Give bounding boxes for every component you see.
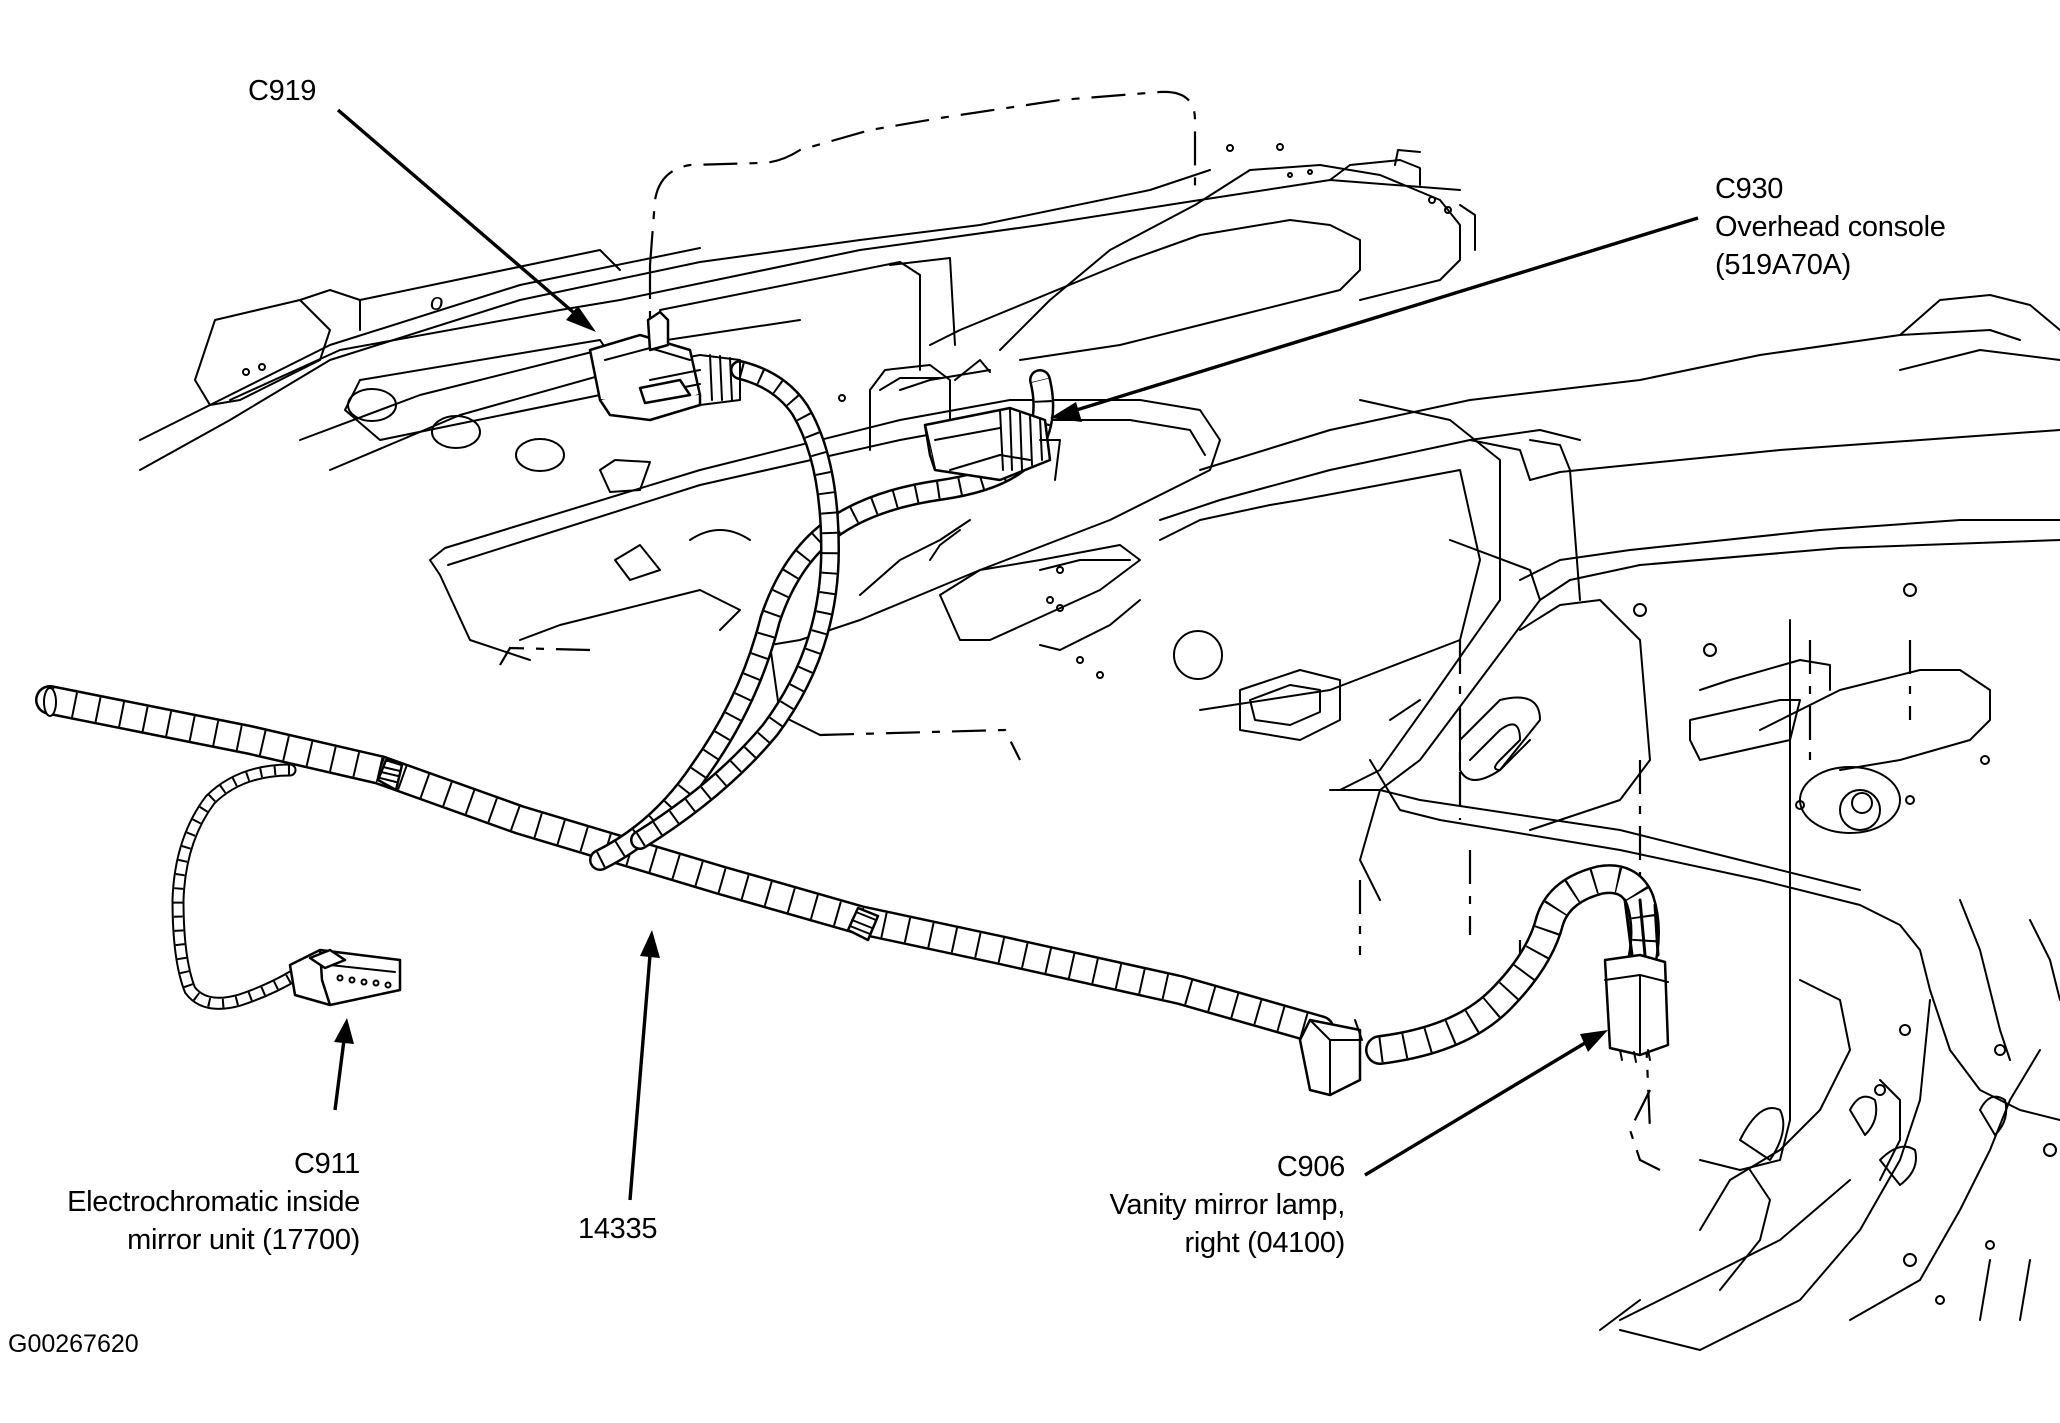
retainer-clip (1298, 1018, 1363, 1097)
c906-desc-line1: Vanity mirror lamp, (1109, 1189, 1346, 1221)
svg-text:o: o (430, 289, 443, 316)
connector-c906 (1603, 953, 1670, 1063)
harness-code: 14335 (578, 1213, 658, 1245)
label-c906: C906 Vanity mirror lamp, right (04100) (1040, 1148, 1346, 1262)
leader-c906 (1364, 1030, 1608, 1177)
c919-code: C919 (248, 75, 317, 107)
connector-c911 (288, 948, 402, 1007)
label-c919: C919 (248, 72, 316, 110)
c911-desc-line2: mirror unit (17700) (127, 1224, 360, 1256)
c906-desc-line2: right (04100) (1184, 1227, 1345, 1259)
roof-panel-structure: o (139, 90, 2060, 1351)
harness-clip (376, 758, 404, 792)
connector-c930 (923, 406, 1061, 482)
c930-code: C930 (1715, 173, 1784, 205)
leader-c930 (1050, 216, 1699, 422)
c911-desc-line1: Electrochromatic inside (67, 1186, 360, 1218)
c906-code: C906 (1276, 1151, 1345, 1183)
leader-c919 (336, 108, 596, 332)
leader-c911 (333, 1018, 354, 1111)
c930-desc-line2: (519A70A) (1715, 249, 1851, 281)
label-c911: C911 Electrochromatic inside mirror unit… (40, 1145, 360, 1259)
label-14335: 14335 (578, 1210, 657, 1248)
c911-code: C911 (294, 1148, 360, 1180)
c930-desc-line1: Overhead console (1715, 211, 1946, 243)
leader-14335 (628, 930, 660, 1201)
main-wiring-harness (35, 360, 1660, 1065)
harness-clip (846, 906, 880, 942)
label-c930: C930 Overhead console (519A70A) (1715, 170, 1946, 284)
connector-c919 (588, 310, 741, 422)
figure-id: G00267620 (8, 1330, 139, 1358)
